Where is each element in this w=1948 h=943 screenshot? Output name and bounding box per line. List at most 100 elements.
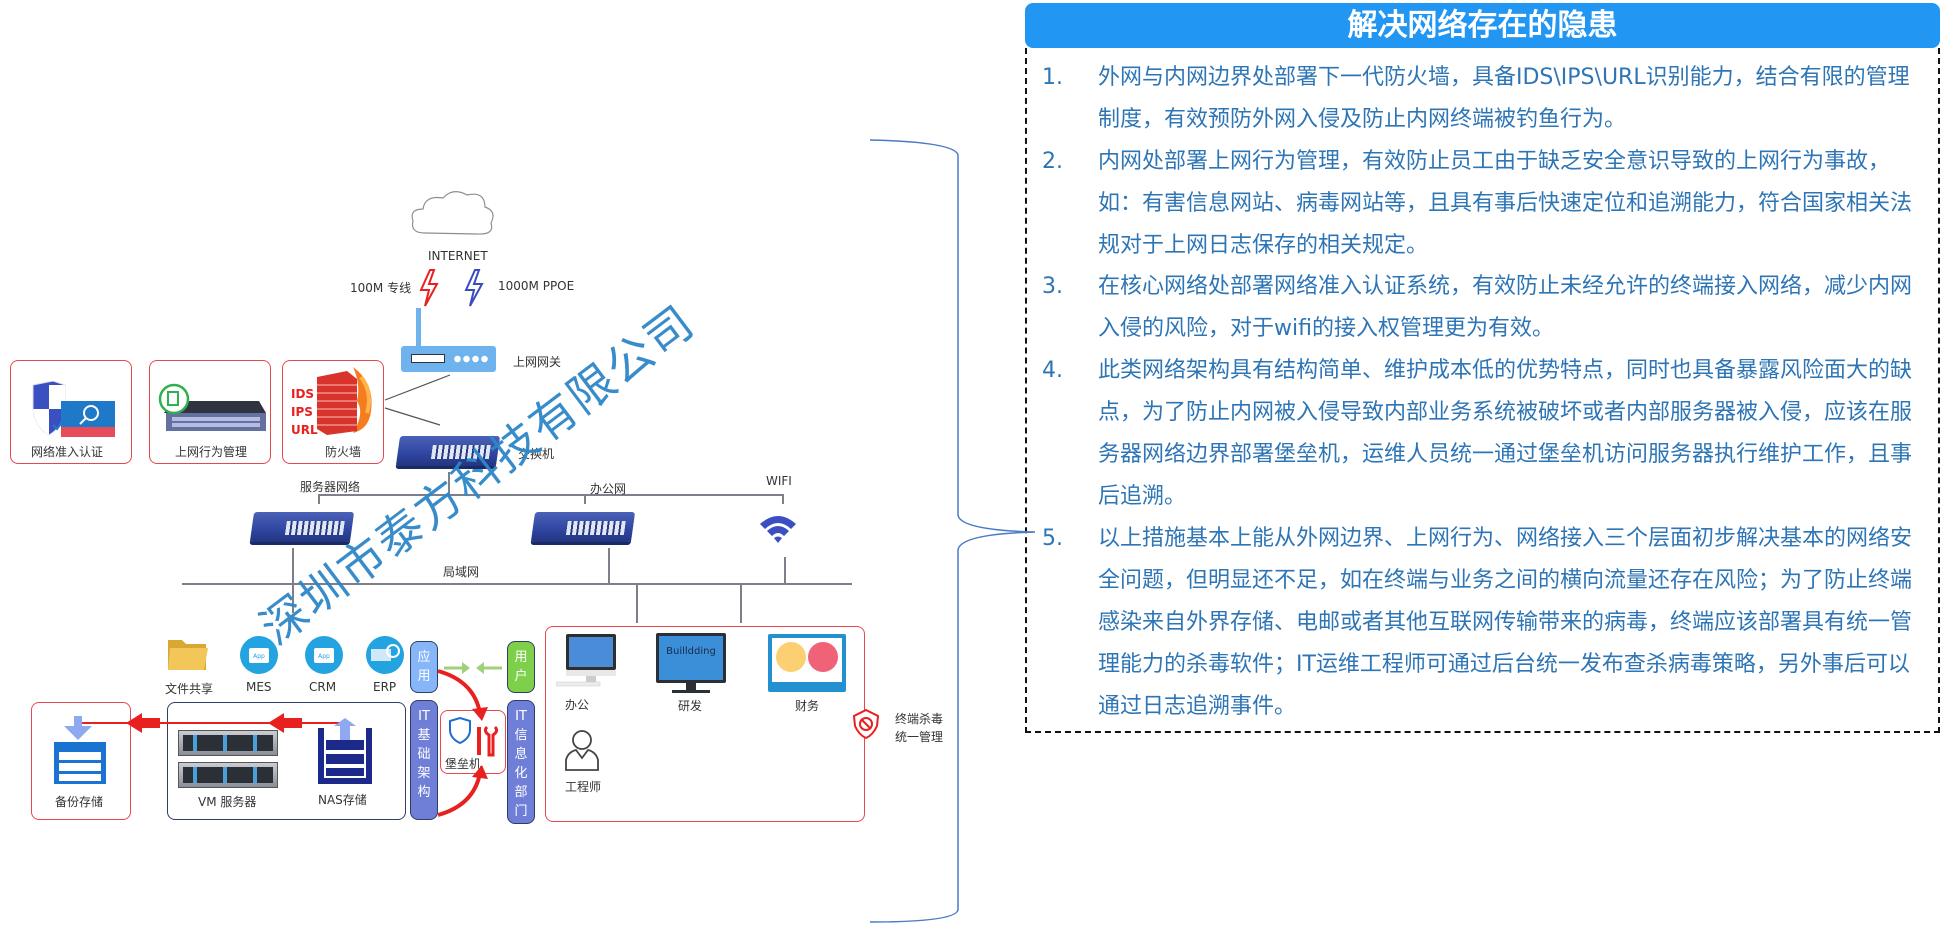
item-text: 外网与内网边界处部署下一代防火墙，具备IDS\IPS\URL识别能力，结合有限的… (1098, 65, 1910, 132)
mes-icon: App (240, 636, 278, 674)
drop-line (608, 548, 610, 583)
nac-icon (32, 381, 115, 437)
pill-it-dept-label: IT信息化部门 (514, 709, 528, 819)
office-network-label: 办公网 (590, 482, 627, 496)
router-icon (401, 346, 496, 372)
app-label: ERP (373, 680, 397, 694)
item-number: 2. (1042, 149, 1063, 174)
item-text: 此类网络架构具有结构简单、维护成本低的优势特点，同时也具备暴露风险面大的缺点，为… (1098, 358, 1913, 509)
antivirus-label: 终端杀毒 统一管理 (895, 710, 943, 746)
server-group-box (167, 702, 406, 820)
monitor-base (672, 690, 710, 693)
vm-server-icon (178, 762, 278, 788)
wifi-icon (760, 516, 796, 543)
firewall-icon (317, 367, 372, 435)
rnd-screen-text: Builldding (666, 646, 716, 657)
item-number: 1. (1042, 65, 1063, 90)
nac-label: 网络准入认证 (31, 445, 104, 459)
internet-label: INTERNET (428, 249, 488, 263)
panel-title: 解决网络存在的隐患 (1025, 3, 1940, 48)
firewall-tags: IDS IPS URL (291, 385, 318, 439)
pill-it-dept: IT信息化部门 (507, 700, 535, 824)
list-item: 1. 外网与内网边界处部署下一代防火墙，具备IDS\IPS\URL识别能力，结合… (1040, 57, 1930, 141)
lightning-red-icon (419, 269, 439, 307)
drop-line (318, 494, 320, 504)
antivirus-line-1: 终端杀毒 (895, 712, 944, 726)
bastion-label: 堡垒机 (445, 757, 482, 771)
firewall-label: 防火墙 (325, 445, 362, 459)
item-number: 3. (1042, 274, 1063, 299)
backup-storage-icon (54, 716, 106, 784)
wifi-label: WIFI (766, 474, 792, 488)
cloud-icon (411, 191, 494, 235)
drop-line (740, 583, 742, 623)
item-number: 4. (1042, 358, 1063, 383)
pill-app: 应用 (410, 641, 438, 693)
drop-line (292, 548, 294, 583)
item-text: 内网处部署上网行为管理，有效防止员工由于缺乏安全意识导致的上网行为事故，如：有害… (1098, 149, 1913, 258)
firewall-box: IDS IPS URL 防火墙 (282, 360, 384, 464)
app-icon-text: App (249, 648, 269, 663)
router-antenna (416, 308, 421, 348)
behavior-mgmt-icon (158, 383, 266, 431)
fw-tag-ids: IDS (291, 387, 315, 401)
gateway-label: 上网网关 (513, 355, 562, 369)
panel-box (1025, 48, 1940, 733)
crm-icon: App (305, 636, 343, 674)
pill-app-label: 应用 (417, 650, 431, 684)
link-dedicated-label: 100M 专线 (350, 281, 412, 295)
erp-icon (366, 636, 404, 674)
curly-bracket (869, 139, 1036, 923)
drop-line (292, 583, 294, 613)
core-switch-label: 交换机 (518, 447, 555, 461)
folder-icon (168, 640, 208, 670)
backup-label: 备份存储 (55, 795, 104, 809)
finance-label: 财务 (795, 699, 820, 713)
nas-storage-icon (318, 718, 372, 784)
app-label: 文件共享 (165, 682, 214, 696)
lightning-blue-icon (464, 269, 484, 307)
pill-user: 用户 (507, 641, 535, 693)
drop-line (784, 557, 786, 583)
server-network-label: 服务器网络 (300, 480, 361, 494)
app-label: CRM (309, 680, 337, 694)
firewall-links (384, 374, 451, 426)
vm-server-label: VM 服务器 (198, 795, 257, 809)
engineer-label: 工程师 (565, 780, 602, 794)
red-curve-arrows (437, 669, 488, 817)
list-item: 4. 此类网络架构具有结构简单、维护成本低的优势特点，同时也具备暴露风险面大的缺… (1040, 350, 1930, 518)
behavior-mgmt-box: 上网行为管理 (149, 360, 271, 464)
antivirus-shield-icon (852, 708, 880, 740)
link-ppoe-label: 1000M PPOE (498, 279, 575, 293)
rnd-label: 研发 (678, 699, 703, 713)
list-item: 2. 内网处部署上网行为管理，有效防止员工由于缺乏安全意识导致的上网行为事故，如… (1040, 141, 1930, 267)
app-icon-text: App (314, 648, 334, 663)
office-switch-icon (530, 512, 636, 542)
office-label: 办公 (565, 698, 590, 712)
behavior-mgmt-label: 上网行为管理 (175, 445, 248, 459)
fw-tag-ips: IPS (291, 405, 313, 419)
pill-it-infra: IT基础架构 (410, 700, 438, 820)
vm-server-icon (178, 730, 278, 756)
fw-tag-url: URL (291, 423, 318, 437)
drop-line (584, 494, 586, 504)
trunk-line (448, 472, 450, 494)
app-label: MES (246, 680, 272, 694)
rnd-monitor-icon: Builldding (656, 633, 726, 683)
finance-icon (768, 634, 846, 692)
drop-line (636, 583, 638, 623)
desktop-computer-icon (556, 634, 616, 687)
nas-label: NAS存储 (318, 793, 367, 807)
engineer-icon (565, 730, 599, 771)
list-item: 5. 以上措施基本上能从外网边界、上网行为、网络接入三个层面初步解决基本的网络安… (1040, 518, 1930, 728)
red-arrow-flow (80, 713, 342, 733)
nac-box: 网络准入认证 (10, 360, 132, 464)
bastion-icon (449, 717, 499, 757)
distribution-bus (318, 494, 784, 496)
list-item: 3. 在核心网络处部署网络准入认证系统，有效防止未经允许的终端接入网络，减少内网… (1040, 266, 1930, 350)
lan-bus (182, 583, 852, 585)
drop-line (782, 494, 784, 504)
item-text: 在核心网络处部署网络准入认证系统，有效防止未经允许的终端接入网络，减少内网入侵的… (1098, 274, 1913, 341)
bastion-box: 堡垒机 (440, 710, 506, 774)
antivirus-line-2: 统一管理 (895, 730, 944, 744)
